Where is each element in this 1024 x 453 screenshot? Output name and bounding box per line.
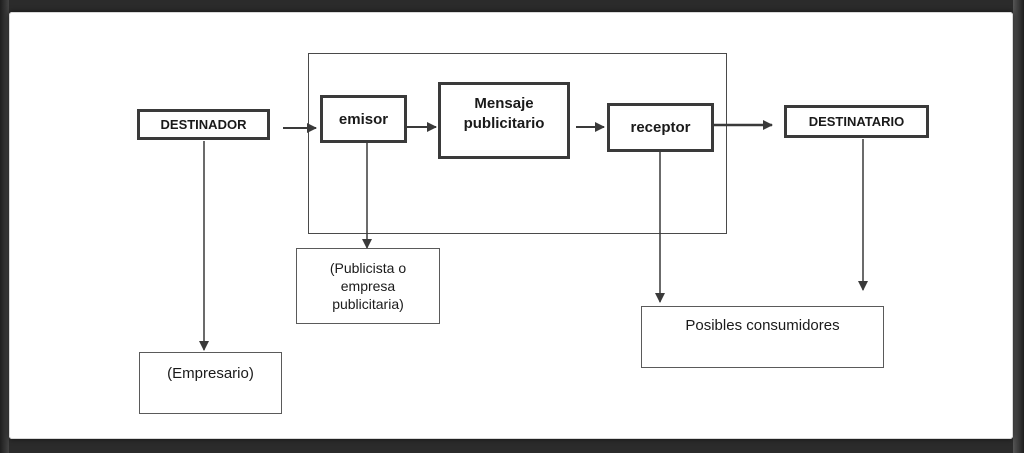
node-posibles-consumidores: Posibles consumidores <box>641 306 884 368</box>
advertising-process-container <box>308 53 727 234</box>
node-empresario-label: (Empresario) <box>167 365 254 382</box>
node-receptor: receptor <box>607 103 714 152</box>
frame-shade-left <box>0 0 9 453</box>
node-mensaje-label-line1: Mensaje <box>474 94 534 112</box>
node-destinatario: DESTINATARIO <box>784 105 929 138</box>
frame-shade-right <box>1013 0 1024 453</box>
node-destinador-label: DESTINADOR <box>160 117 247 132</box>
node-mensaje-publicitario: Mensaje publicitario <box>438 82 570 159</box>
node-publicista-label-line2: empresa <box>340 278 396 294</box>
node-receptor-label: receptor <box>630 119 691 136</box>
node-emisor: emisor <box>320 95 407 143</box>
node-empresario: (Empresario) <box>139 352 282 414</box>
node-consumidores-label: Posibles consumidores <box>685 317 840 334</box>
node-destinador: DESTINADOR <box>137 109 270 140</box>
node-mensaje-label-line2: publicitario <box>463 114 545 132</box>
node-publicista-label-line1: (Publicista o <box>329 260 407 276</box>
node-emisor-label: emisor <box>338 110 389 128</box>
node-publicista: (Publicista o empresa publicitaria) <box>296 248 440 324</box>
node-destinatario-label: DESTINATARIO <box>808 114 905 129</box>
node-publicista-label-line3: publicitaria) <box>332 296 404 312</box>
